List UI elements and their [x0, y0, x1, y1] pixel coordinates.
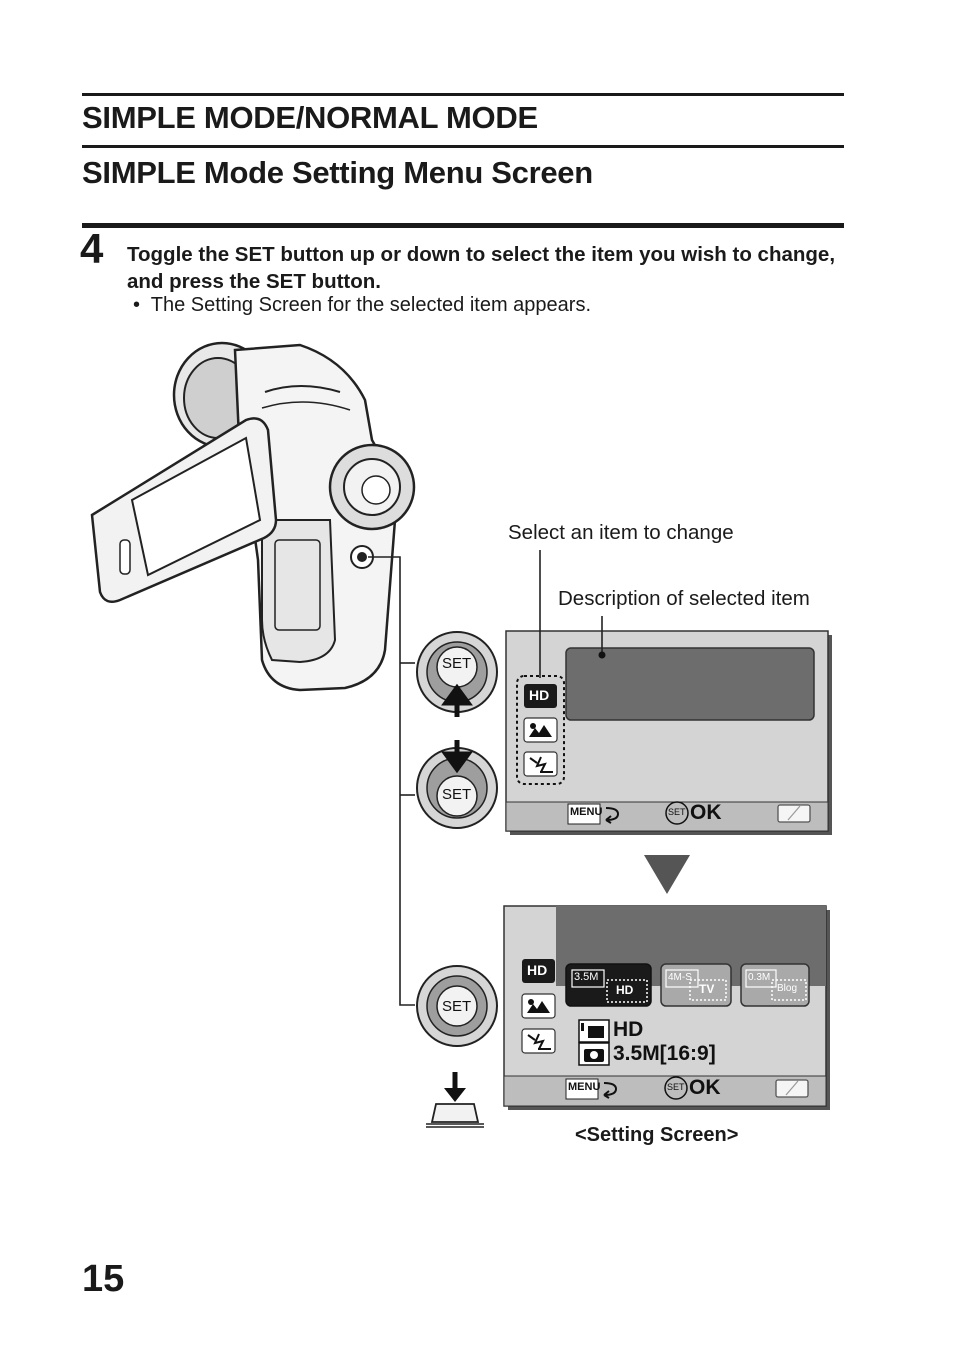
option-1-top: 3.5M [574, 971, 599, 983]
step-instruction: Toggle the SET button up or down to sele… [127, 243, 836, 293]
step-number: 4 [80, 225, 104, 272]
connector-lines [368, 556, 415, 1006]
set-button-press [416, 965, 498, 1047]
page-heading: SIMPLE Mode Setting Menu Screen [82, 155, 593, 190]
option-3-top: 0.3M [748, 972, 771, 983]
top-rule [82, 93, 844, 96]
option-3-bottom: Blog [777, 983, 798, 994]
menu-footer-menu: MENU [570, 806, 603, 818]
setting-hd-icon: HD [527, 962, 548, 978]
press-indicator [426, 1072, 484, 1128]
step-bullet: • The Setting Screen for the selected it… [133, 294, 592, 316]
camera-illustration [90, 341, 416, 692]
heading-rule [82, 223, 844, 228]
option-1-bottom: HD [616, 983, 634, 997]
bullet-text: The Setting Screen for the selected item… [150, 294, 592, 316]
callout-description: Description of selected item [558, 587, 810, 610]
set-label-1: SET [442, 655, 472, 672]
setting-screen [503, 905, 830, 1110]
option-2-top: 4M-S [668, 972, 692, 983]
section-rule [82, 145, 844, 148]
figure-caption: <Setting Screen> [575, 1124, 739, 1146]
menu-footer-set: SET [668, 807, 686, 817]
photo-value: 3.5M[16:9] [613, 1042, 716, 1065]
set-label-3: SET [442, 998, 472, 1015]
menu-hd-icon: HD [529, 687, 550, 703]
set-button-down [416, 740, 498, 829]
section-title: SIMPLE MODE/NORMAL MODE [82, 100, 538, 135]
setting-footer-menu: MENU [568, 1081, 601, 1093]
menu-footer-ok: OK [690, 801, 722, 824]
setting-footer-ok: OK [689, 1076, 721, 1099]
set-button-up [416, 631, 498, 717]
transition-arrow [644, 855, 690, 894]
option-2-bottom: TV [699, 982, 715, 996]
video-value: HD [613, 1018, 644, 1041]
setting-footer-set: SET [667, 1082, 685, 1092]
set-label-2: SET [442, 786, 472, 803]
menu-screen [505, 550, 832, 835]
callout-select-item: Select an item to change [508, 521, 734, 544]
page-number: 15 [82, 1258, 125, 1300]
